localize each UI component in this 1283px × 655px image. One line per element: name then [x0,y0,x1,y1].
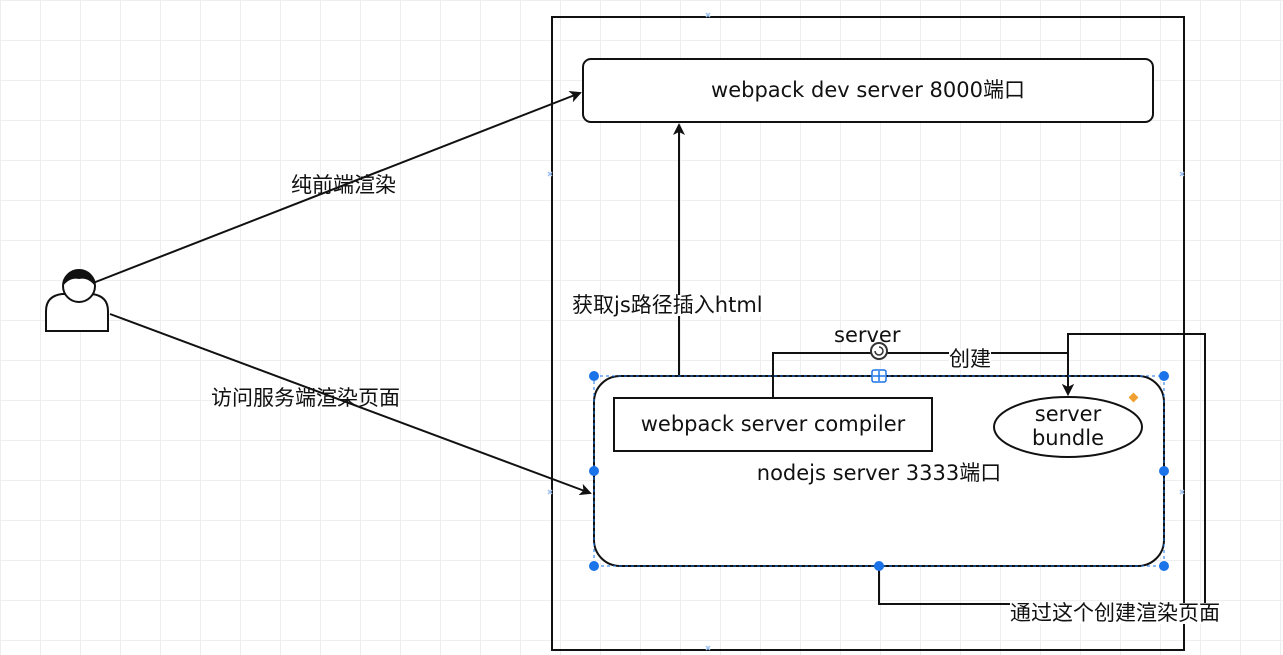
resize-handle-mid-right[interactable] [1159,466,1169,476]
style-handle-icon[interactable] [1128,392,1139,403]
edge-pure-frontend[interactable] [92,91,582,284]
server-bundle-ellipse[interactable] [993,396,1143,458]
server-edge-label: server [834,323,901,347]
create-render-label: 通过这个创建渲染页面 [1010,601,1220,625]
pure-frontend-label: 纯前端渲染 [291,173,396,197]
resize-handle-bottom-mid[interactable] [874,561,884,571]
resize-handle-mid-left[interactable] [589,466,599,476]
resize-handle-top-right[interactable] [1159,371,1169,381]
dev-server-label: webpack dev server 8000端口 [711,78,1025,102]
server-bundle-label: server bundle [1031,402,1105,451]
nodejs-server-label: nodejs server 3333端口 [756,461,1002,485]
resize-handle-bottom-right[interactable] [1159,561,1169,571]
rotate-handle-icon[interactable] [870,342,888,360]
edge-create-render[interactable] [878,333,1206,605]
resize-handle-top-left[interactable] [589,371,599,381]
resize-handle-bottom-left[interactable] [589,561,599,571]
user-icon[interactable] [45,269,109,332]
dev-server-box[interactable] [582,58,1154,123]
compiler-label: webpack server compiler [640,412,906,436]
get-js-path-label: 获取js路径插入html [572,293,763,317]
move-handle-icon[interactable] [871,369,887,383]
create-edge-label: 创建 [949,347,991,371]
connection-points [547,12,1185,651]
edge-visit-ssr[interactable] [109,313,592,496]
visit-ssr-label: 访问服务端渲染页面 [211,386,400,410]
